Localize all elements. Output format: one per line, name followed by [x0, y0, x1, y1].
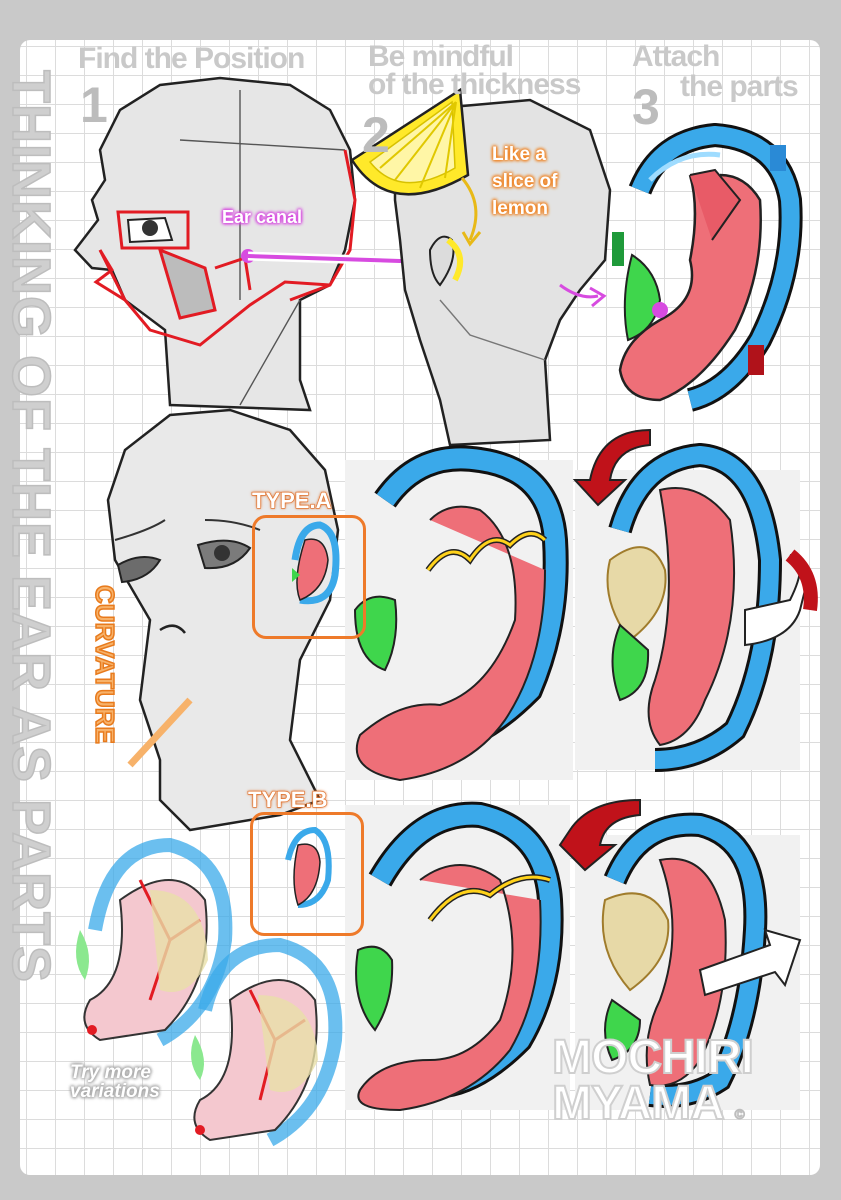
type-a-label: TYPE.A [251, 487, 332, 513]
part-marker-3 [748, 345, 764, 375]
type-b-label: TYPE.B [247, 786, 328, 812]
step-3-number: 3 [632, 79, 660, 135]
step-2-heading-line2: of the thickness [368, 68, 581, 101]
step-3-heading-line2: the parts [680, 70, 799, 103]
curvature-label: CURVATURE [89, 584, 122, 815]
ear-variation-1 [76, 837, 233, 1047]
curved-arrow-icon [572, 428, 818, 647]
artist-watermark: MOCHIRI MYAMA © [551, 1031, 755, 1128]
watermark-line2: MYAMA © [551, 1078, 753, 1128]
head-back-view [393, 98, 612, 447]
lemon-label-line2: slice of [492, 171, 558, 192]
watermark-line2-text: MYAMA [551, 1076, 724, 1130]
type-a-ear-medium [345, 445, 573, 782]
copyright-mark: © [734, 1105, 745, 1122]
curvature-text: CURVATURE [89, 584, 121, 744]
try-more-label: Try more variations [70, 1063, 160, 1101]
type-b-box [250, 812, 364, 936]
lemon-slice-icon [350, 87, 470, 196]
part-marker-2 [770, 145, 786, 171]
type-b-ear-small [285, 826, 332, 908]
part-marker-1 [612, 232, 624, 266]
skull-outline [93, 149, 357, 347]
vertical-title: THINKING OF THE EAR AS PARTS [0, 69, 62, 1160]
lemon-label-line1: Like a [492, 144, 546, 165]
type-a-ear-small [291, 521, 340, 605]
lemon-label-line3: lemon [492, 198, 548, 219]
ear-canal-label: Ear canal [222, 207, 303, 227]
step-1-number: 1 [80, 77, 108, 133]
step-2-heading-line1: Be mindful [368, 40, 514, 73]
step-2-number: 2 [362, 107, 390, 163]
try-more-line2: variations [70, 1081, 160, 1102]
type-b-ear-closeup [558, 798, 802, 1110]
arrow-right-icon [559, 283, 607, 308]
try-more-line1: Try more [70, 1062, 151, 1083]
curvature-line [127, 697, 193, 768]
head-side-view [73, 76, 357, 412]
title-text: THINKING OF THE EAR AS PARTS [0, 69, 62, 984]
type-b-ear-medium [345, 801, 570, 1112]
watermark-line1: MOCHIRI [551, 1031, 755, 1084]
ear-parts-large [618, 122, 803, 412]
step-3-heading-line1: Attach [632, 40, 720, 73]
step-1-heading: Find the Position [78, 42, 305, 75]
ear-variation-2 [191, 937, 343, 1147]
type-a-box [252, 515, 366, 639]
